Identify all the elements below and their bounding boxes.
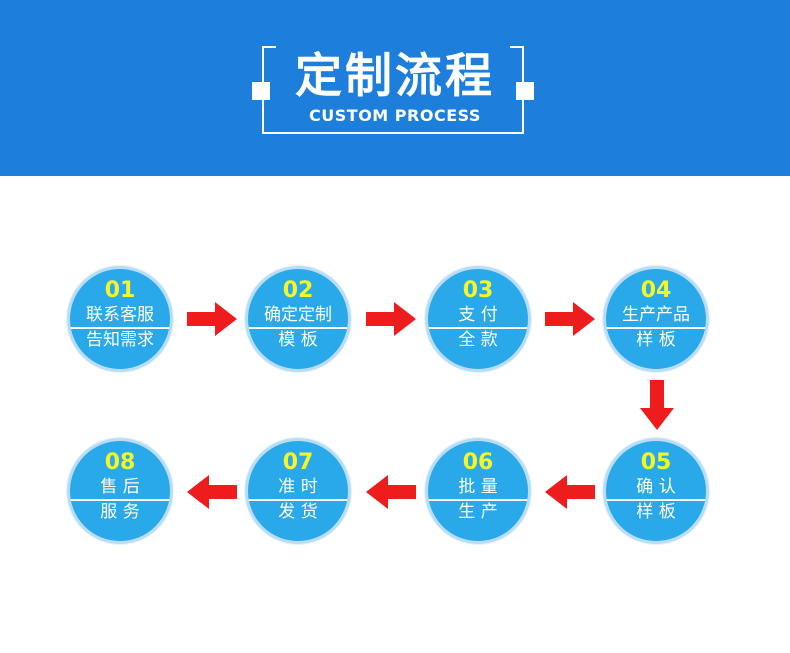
arrow-right-icon (366, 302, 416, 336)
step-divider (606, 499, 706, 501)
title-frame-bottom (262, 132, 524, 134)
step-label-line1: 联系客服 (86, 305, 154, 325)
step-05: 05 确 认 样 板 (603, 438, 709, 544)
arrow-left-icon (187, 475, 237, 509)
step-number: 02 (282, 278, 314, 303)
step-label-line2: 样 板 (636, 330, 676, 350)
step-03: 03 支 付 全 款 (425, 266, 531, 372)
title-square-left (252, 82, 270, 100)
step-08: 08 售 后 服 务 (67, 438, 173, 544)
step-number: 04 (640, 278, 672, 303)
arrow-down-icon (640, 380, 674, 430)
page-subtitle: CUSTOM PROCESS (309, 106, 481, 125)
step-number: 01 (104, 278, 136, 303)
arrow-right-icon (187, 302, 237, 336)
step-number: 05 (640, 450, 672, 475)
step-number: 06 (462, 450, 494, 475)
arrow-left-icon (366, 475, 416, 509)
step-label-line1: 确定定制 (264, 305, 332, 325)
step-divider (428, 499, 528, 501)
step-label-line1: 售 后 (100, 477, 140, 497)
arrow-right-icon (545, 302, 595, 336)
step-divider (70, 327, 170, 329)
arrow-left-icon (545, 475, 595, 509)
step-number: 03 (462, 278, 494, 303)
header-banner: 定制流程 CUSTOM PROCESS (0, 0, 790, 176)
step-label-line1: 准 时 (278, 477, 318, 497)
step-divider (70, 499, 170, 501)
step-label-line2: 全 款 (458, 330, 498, 350)
title-frame-top-right (510, 46, 524, 48)
step-divider (248, 499, 348, 501)
step-06: 06 批 量 生 产 (425, 438, 531, 544)
step-label-line2: 告知需求 (86, 330, 154, 350)
step-label-line2: 模 板 (278, 330, 318, 350)
step-label-line1: 确 认 (636, 477, 676, 497)
step-label-line1: 批 量 (458, 477, 498, 497)
step-label-line2: 样 板 (636, 502, 676, 522)
step-number: 07 (282, 450, 314, 475)
step-02: 02 确定定制 模 板 (245, 266, 351, 372)
step-number: 08 (104, 450, 136, 475)
title-square-right (516, 82, 534, 100)
step-label-line2: 发 货 (278, 502, 318, 522)
title-frame-top-left (262, 46, 276, 48)
step-divider (428, 327, 528, 329)
page-title: 定制流程 (295, 49, 495, 104)
step-divider (248, 327, 348, 329)
step-divider (606, 327, 706, 329)
step-07: 07 准 时 发 货 (245, 438, 351, 544)
step-04: 04 生产产品 样 板 (603, 266, 709, 372)
step-label-line2: 服 务 (100, 502, 140, 522)
step-label-line1: 生产产品 (622, 305, 690, 325)
step-label-line1: 支 付 (458, 305, 498, 325)
step-label-line2: 生 产 (458, 502, 498, 522)
step-01: 01 联系客服 告知需求 (67, 266, 173, 372)
